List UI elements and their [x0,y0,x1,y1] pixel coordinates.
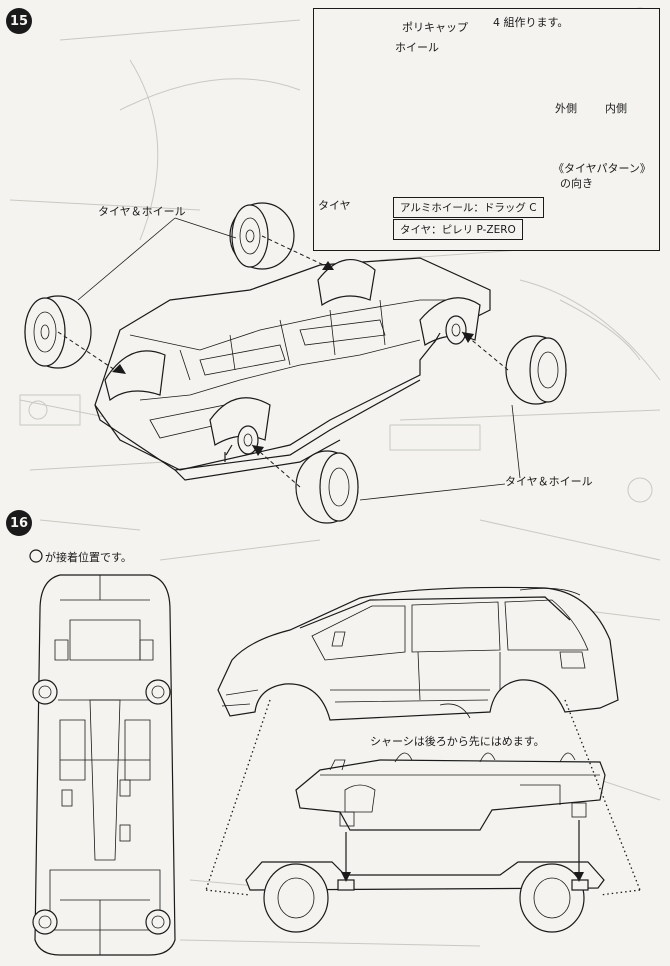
step-15-badge: 15 [6,8,32,34]
polycap-label: ポリキャップ [402,21,468,34]
tire-rear-right [295,450,359,524]
tread-direction-note-2: の向き [560,177,593,190]
inner-side-label: 内側 [605,102,627,115]
tire-front-right [505,335,567,405]
wheel-label: ホイール [395,41,439,54]
tire-and-wheel-label-top: タイヤ＆ホイール [98,205,186,218]
tread-direction-note: 《タイヤパターン》 [553,162,651,175]
interior-chassis [295,752,606,831]
glue-position-symbol [29,549,43,563]
minivan-body [217,586,619,721]
tire-label: タイヤ [318,199,351,212]
assembly-guides-step15 [57,217,521,501]
install-arrows [341,820,584,882]
tire-spec-box: タイヤ：ピレリ P-ZERO [393,219,523,240]
glue-position-note: が接着位置です。 [45,551,132,564]
quantity-note: 4 組作ります。 [493,16,569,29]
wheel-spec-box: アルミホイール：ドラッグ C [393,197,544,218]
outer-side-label: 外側 [555,102,577,115]
projection-lines [205,699,641,896]
chassis-step15 [94,257,491,481]
step-16-badge: 16 [6,510,32,536]
lower-chassis [245,861,605,933]
chassis-install-note: シャーシは後ろから先にはめます。 [370,735,545,748]
underbody-plan [32,574,176,956]
tire-and-wheel-label-bottom: タイヤ＆ホイール [505,475,593,488]
